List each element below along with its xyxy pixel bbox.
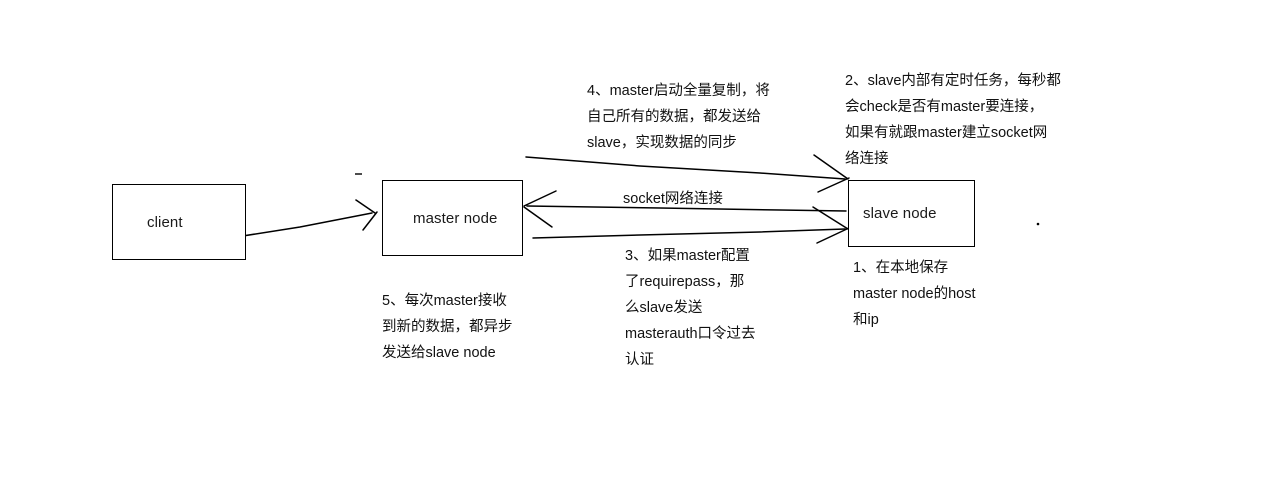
annotation-step-1: 1、在本地保存 master node的host 和ip <box>853 260 976 328</box>
annotation-step-2: 2、slave内部有定时任务，每秒都 会check是否有master要连接， 如… <box>845 73 1061 167</box>
edge-client-to-master <box>229 199 378 239</box>
annotation-step-3: 3、如果master配置 了requirepass，那 么slave发送 mas… <box>625 248 756 368</box>
node-slave[interactable]: slave node <box>848 180 975 247</box>
edge-master-to-slave-auth <box>532 206 850 244</box>
annotation-step-5: 5、每次master接收 到新的数据，都异步 发送给slave node <box>382 293 513 361</box>
node-client[interactable]: client <box>112 184 246 260</box>
annotation-step-4: 4、master启动全量复制，将 自己所有的数据，都发送给 slave，实现数据… <box>587 83 770 151</box>
stray-dot-right <box>1036 222 1040 226</box>
node-client-label: client <box>147 213 183 231</box>
edge-label-socket-connection: socket网络连接 <box>623 191 723 207</box>
node-master-label: master node <box>413 209 498 227</box>
node-slave-label: slave node <box>863 205 937 222</box>
node-master[interactable]: master node <box>382 180 523 256</box>
